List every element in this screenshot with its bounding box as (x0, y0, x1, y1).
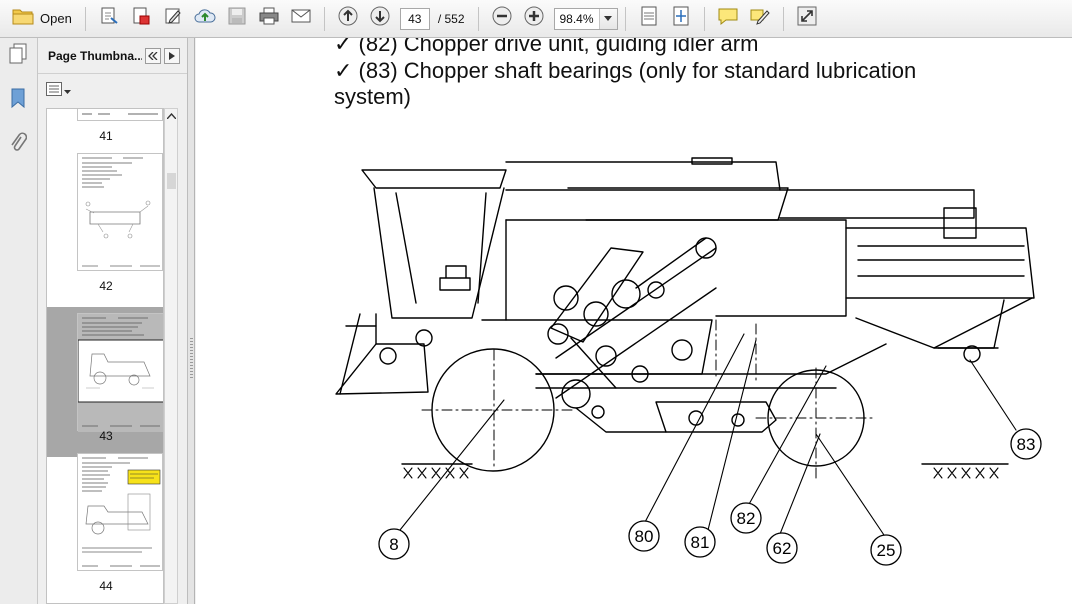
email-icon (290, 7, 312, 30)
list-options-icon (46, 81, 62, 101)
bookmarks-panel-button[interactable] (6, 88, 30, 112)
bookmark-icon (9, 87, 27, 114)
previous-page-button[interactable] (335, 6, 361, 32)
callout-circle-82 (730, 502, 762, 534)
expand-icon (797, 6, 817, 31)
export-pdf-button[interactable] (128, 6, 154, 32)
chevron-down-icon[interactable] (598, 8, 617, 29)
scrollbar-thumb[interactable] (167, 173, 176, 189)
callout-81: 81 (691, 533, 710, 552)
thumbnail-page-42[interactable] (77, 153, 163, 271)
upload-button[interactable] (192, 6, 218, 32)
open-label: Open (40, 11, 72, 26)
thumbnail-scrollbar[interactable] (164, 108, 178, 604)
open-button[interactable]: Open (6, 5, 78, 33)
toolbar-separator (624, 6, 626, 31)
callout-83: 83 (1017, 435, 1036, 454)
comment-icon (717, 6, 739, 31)
zoom-out-button[interactable] (489, 6, 515, 32)
toolbar-separator (703, 6, 705, 31)
navigation-pane (0, 38, 38, 604)
callout-circle-81 (684, 526, 716, 558)
thumbnail-page-44[interactable] (77, 453, 163, 571)
thumbnail-list: 41 42 (46, 108, 164, 604)
callout-circle-83 (1010, 428, 1042, 460)
highlight-button[interactable] (747, 6, 773, 32)
toolbar-separator (782, 6, 784, 31)
page-number-43: 43 (99, 429, 113, 443)
doc-text-line-2: ✓ (83) Chopper shaft bearings (only for … (334, 58, 917, 83)
comment-button[interactable] (715, 6, 741, 32)
chevron-down-icon (64, 82, 71, 100)
page-total: / 552 (437, 11, 465, 26)
thumbnail-page-41[interactable] (77, 109, 163, 121)
thumbnail-panel-header: Page Thumbna... (38, 38, 187, 74)
highlight-icon (749, 6, 771, 31)
attachments-panel-button[interactable] (6, 131, 30, 158)
doc-text-line-1: ✓ (82) Chopper drive unit, guiding idler… (334, 38, 759, 56)
page-down-icon (369, 5, 391, 32)
callout-circle-62 (766, 532, 798, 564)
thumbnail-panel: Page Thumbna... 41 (38, 38, 188, 604)
chevron-right-icon (169, 51, 175, 60)
create-pdf-icon (99, 6, 119, 31)
callout-circle-25 (870, 534, 902, 566)
save-icon (227, 6, 247, 31)
toolbar-separator (477, 6, 479, 31)
panel-splitter[interactable] (188, 38, 195, 604)
callout-8: 8 (389, 535, 398, 554)
email-button[interactable] (288, 6, 314, 32)
create-pdf-button[interactable] (96, 6, 122, 32)
print-icon (258, 6, 280, 31)
fit-page-button[interactable] (668, 6, 694, 32)
toolbar-separator (323, 6, 325, 31)
upload-icon (194, 6, 216, 31)
zoom-value: 98.4% (559, 11, 594, 26)
fit-page-icon (671, 5, 691, 32)
callout-82: 82 (737, 509, 756, 528)
toolbar-separator (84, 6, 86, 31)
thumbnail-page-43[interactable] (77, 313, 163, 432)
callout-62: 62 (773, 539, 792, 558)
save-button[interactable] (224, 6, 250, 32)
edit-button[interactable] (160, 6, 186, 32)
document-view: ✓ (82) Chopper drive unit, guiding idler… (196, 38, 1072, 604)
splitter-grip[interactable] (190, 338, 193, 378)
print-button[interactable] (256, 6, 282, 32)
scroll-up-icon[interactable] (167, 113, 176, 123)
page-number-41: 41 (99, 129, 113, 143)
export-pdf-icon (131, 6, 151, 31)
panel-menu-button[interactable] (164, 47, 180, 64)
zoom-in-icon (523, 5, 545, 32)
double-chevron-left-icon (148, 51, 158, 60)
pages-panel-button[interactable] (6, 43, 30, 70)
zoom-in-button[interactable] (521, 6, 547, 32)
fit-width-icon (639, 5, 659, 32)
panel-title: Page Thumbna... (48, 48, 142, 63)
doc-text-line-3: system) (334, 84, 411, 109)
page-number-44: 44 (99, 579, 113, 593)
thumbnail-options-button[interactable] (46, 81, 74, 101)
pages-icon (8, 43, 28, 70)
folder-icon (12, 7, 34, 30)
callout-circle-8 (378, 528, 410, 560)
zoom-out-icon (491, 5, 513, 32)
fit-width-button[interactable] (636, 6, 662, 32)
toolbar: Open 43 / 552 98.4% (0, 0, 1072, 38)
callout-80: 80 (635, 527, 654, 546)
page-up-icon (337, 5, 359, 32)
paperclip-icon (9, 131, 28, 158)
collapse-panel-button[interactable] (145, 47, 161, 64)
callout-circle-80 (628, 520, 660, 552)
page-number-input[interactable]: 43 (399, 7, 430, 30)
page-number-42: 42 (99, 279, 113, 293)
combine-harvester-diagram: 8 80 81 82 62 25 83 (335, 157, 1042, 566)
edit-icon (163, 6, 183, 31)
zoom-select[interactable]: 98.4% (553, 7, 618, 30)
expand-button[interactable] (794, 6, 820, 32)
callout-25: 25 (877, 541, 896, 560)
next-page-button[interactable] (367, 6, 393, 32)
